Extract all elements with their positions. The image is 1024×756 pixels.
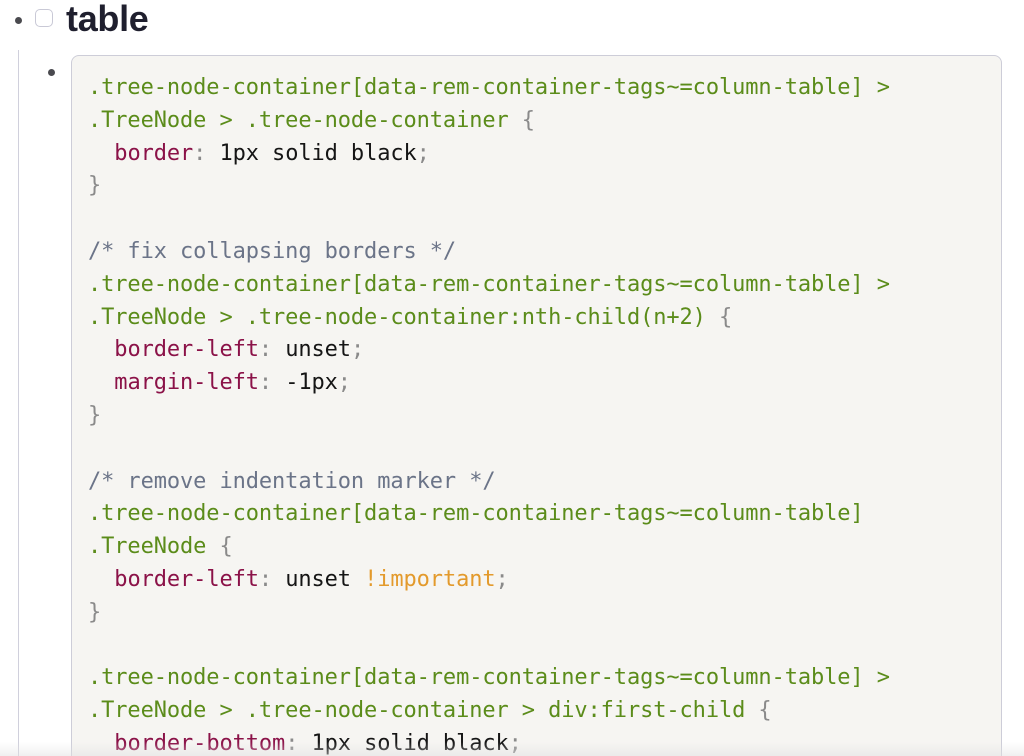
code-line: .TreeNode {: [88, 531, 1001, 564]
code-token-val: [88, 337, 114, 362]
code-token-prop: margin-left: [114, 370, 259, 396]
code-line: [88, 203, 1001, 236]
code-token-val: [88, 141, 114, 166]
code-line: .TreeNode > .tree-node-container {: [88, 105, 1001, 138]
code-line: border-left: unset !important;: [88, 564, 1001, 597]
code-token-sel: .tree-node-container[data-rem-container-…: [88, 271, 890, 297]
code-line: border: 1px solid black;: [88, 138, 1001, 171]
code-token-punct: }: [88, 402, 102, 428]
code-token-punct: {: [758, 698, 772, 724]
code-token-sel: .TreeNode > .tree-node-container: [88, 107, 522, 133]
block-title[interactable]: table: [66, 0, 149, 39]
bullet-dot-icon[interactable]: [15, 17, 22, 24]
code-token-val: 1px solid black: [219, 140, 417, 166]
code-token-sel: .tree-node-container[data-rem-container-…: [88, 501, 864, 527]
code-token-punct: }: [88, 599, 102, 625]
code-token-important: !important: [364, 566, 496, 592]
code-token-prop: border: [114, 140, 194, 166]
code-token-val: unset: [285, 337, 351, 363]
code-line: [88, 433, 1001, 466]
code-block[interactable]: .tree-node-container[data-rem-container-…: [71, 55, 1002, 756]
code-token-punct: :: [258, 337, 286, 363]
code-token-punct: {: [219, 534, 233, 560]
code-token-val: -1px: [285, 370, 338, 396]
code-token-punct: ;: [350, 337, 365, 363]
code-line: .tree-node-container[data-rem-container-…: [88, 269, 1001, 302]
code-line: }: [88, 170, 1001, 203]
child-bullet-dot-icon[interactable]: [48, 69, 55, 76]
code-token-sel: .TreeNode > .tree-node-container > div:f…: [88, 698, 759, 724]
code-token-val: [88, 731, 114, 756]
code-token-sel: .tree-node-container[data-rem-container-…: [88, 75, 890, 100]
code-token-punct: :: [258, 370, 286, 396]
code-token-prop: border-bottom: [114, 730, 286, 756]
code-token-punct: ;: [337, 370, 351, 396]
code-token-punct: {: [718, 304, 733, 330]
code-line: }: [88, 597, 1001, 630]
code-token-comment: /* remove indentation marker */: [88, 468, 496, 494]
code-token-prop: border-left: [114, 337, 259, 363]
todo-checkbox[interactable]: [35, 9, 53, 27]
code-line: .tree-node-container[data-rem-container-…: [88, 662, 1001, 695]
code-token-sel: .tree-node-container[data-rem-container-…: [88, 665, 890, 691]
code-token-comment: /* fix collapsing borders */: [88, 238, 457, 264]
code-token-sel: .TreeNode > .tree-node-container:nth-chi…: [88, 304, 719, 330]
code-line: border-bottom: 1px solid black;: [88, 728, 1001, 756]
code-line: /* remove indentation marker */: [88, 466, 1001, 499]
code-token-punct: {: [521, 107, 535, 133]
code-token-punct: :: [258, 566, 286, 592]
code-line: .tree-node-container[data-rem-container-…: [88, 498, 1001, 531]
code-token-punct: :: [285, 730, 312, 756]
code-token-sel: .TreeNode: [88, 534, 220, 560]
code-token-punct: :: [193, 140, 220, 166]
indentation-line[interactable]: [18, 50, 19, 756]
code-token-prop: border-left: [114, 566, 259, 592]
code-line: .TreeNode > .tree-node-container:nth-chi…: [88, 302, 1001, 335]
code-line: margin-left: -1px;: [88, 367, 1001, 400]
code-line: [88, 630, 1001, 663]
code-token-punct: ;: [416, 140, 430, 166]
code-line: .TreeNode > .tree-node-container > div:f…: [88, 695, 1001, 728]
code-token-val: [88, 567, 114, 592]
code-token-val: unset: [285, 566, 365, 592]
code-content[interactable]: .tree-node-container[data-rem-container-…: [88, 72, 1001, 756]
code-token-punct: ;: [495, 566, 509, 592]
code-token-punct: }: [88, 173, 102, 199]
code-token-val: 1px solid black: [311, 730, 509, 756]
code-line: .tree-node-container[data-rem-container-…: [88, 72, 1001, 105]
code-line: border-left: unset;: [88, 334, 1001, 367]
code-line: }: [88, 400, 1001, 433]
code-token-punct: ;: [508, 730, 522, 756]
code-line: /* fix collapsing borders */: [88, 236, 1001, 269]
code-token-val: [88, 370, 114, 395]
